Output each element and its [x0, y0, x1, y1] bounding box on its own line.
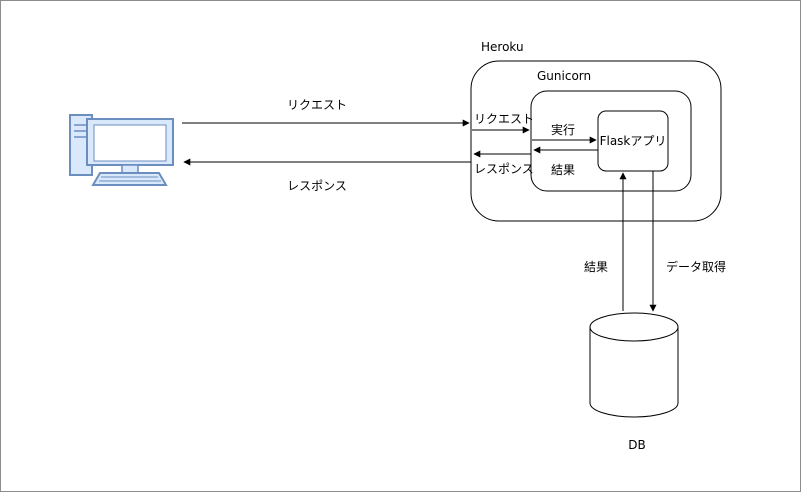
client-request-label: リクエスト — [287, 98, 347, 112]
gunicorn-result-label: 結果 — [551, 163, 575, 177]
flask-app-node — [597, 110, 669, 172]
db-label: DB — [628, 438, 645, 452]
heroku-request-label: リクエスト — [474, 112, 534, 126]
heroku-label: Heroku — [481, 40, 524, 54]
fetch-data-label: データ取得 — [666, 259, 726, 274]
gunicorn-label: Gunicorn — [537, 69, 591, 83]
db-result-label: 結果 — [584, 260, 608, 274]
database-cylinder-icon — [589, 312, 679, 418]
execute-label: 実行 — [551, 122, 575, 137]
flask-app-label: Flaskアプリ — [600, 134, 667, 148]
desktop-computer-icon — [69, 114, 174, 186]
client-response-label: レスポンス — [287, 179, 347, 193]
heroku-response-label: レスポンス — [474, 162, 534, 176]
